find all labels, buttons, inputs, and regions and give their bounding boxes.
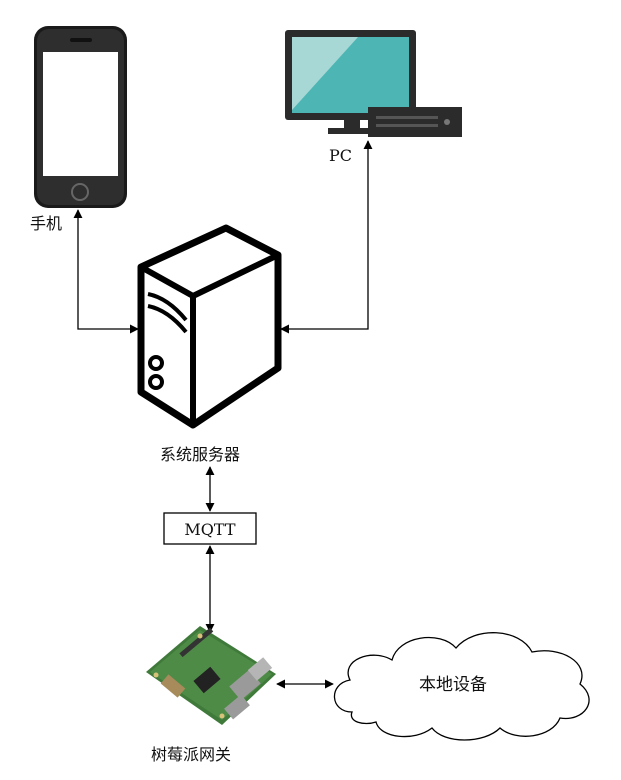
raspberry-pi-board-icon <box>146 626 276 725</box>
phone-icon <box>34 26 127 208</box>
mqtt-box <box>163 512 257 545</box>
gateway-label: 树莓派网关 <box>151 745 231 764</box>
cloud-label: 本地设备 <box>419 675 487 695</box>
mqtt-label: MQTT <box>184 520 235 539</box>
phone-label: 手机 <box>30 214 62 233</box>
pc-server-connector <box>280 140 373 334</box>
connectors <box>73 140 373 689</box>
cloud-shape <box>333 632 590 741</box>
pc-icon <box>285 30 462 137</box>
pc-label: PC <box>329 146 352 165</box>
server-icon <box>137 224 282 429</box>
phone-server-connector <box>73 209 139 334</box>
server-label: 系统服务器 <box>160 445 240 464</box>
